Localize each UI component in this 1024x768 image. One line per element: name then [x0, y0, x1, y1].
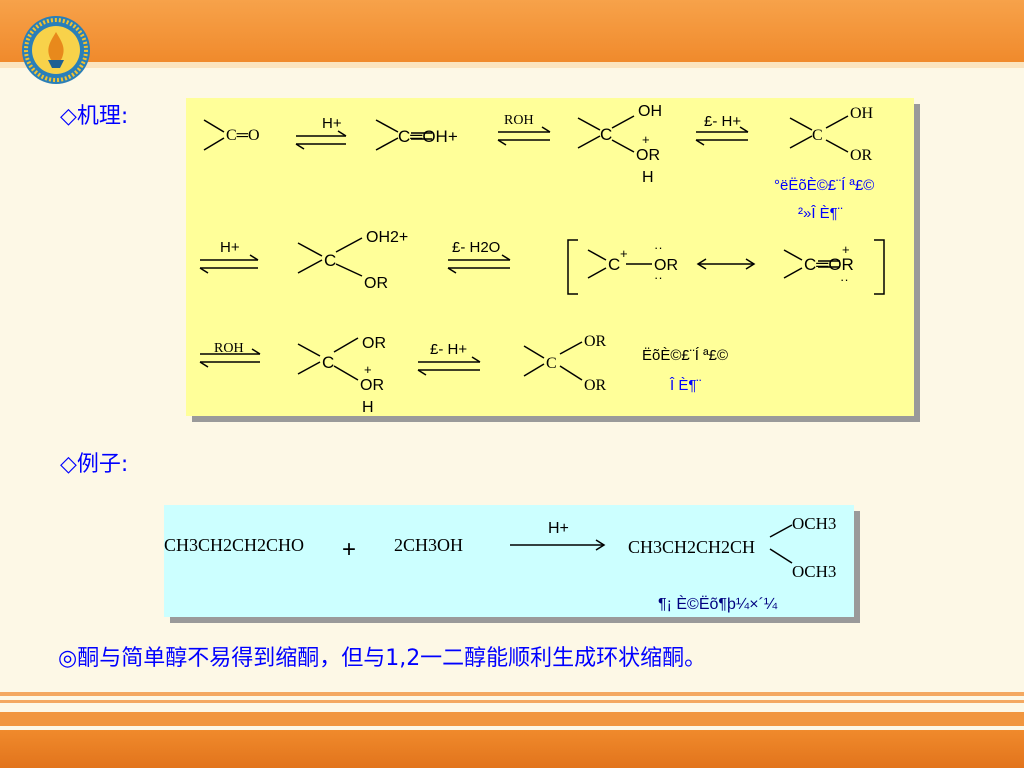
minus-h-label: £- H+: [704, 113, 741, 130]
lone-pair: ··: [840, 272, 849, 287]
minus-h-label: £- H+: [430, 341, 467, 358]
hemiacetal-stability: ²»Î È¶¨: [798, 205, 843, 222]
roh-label: ROH: [214, 341, 244, 356]
acetal-or-bottom: OR: [584, 377, 607, 394]
or-h-label: H: [362, 399, 374, 416]
mechanism-diagram: C═O H+ C═OH+ ROH C OH + OR H £- H+ C OH …: [199, 103, 885, 416]
product-och3-top: OCH3: [792, 514, 836, 533]
catalyst-label: H+: [548, 520, 569, 537]
carbocation-label: C: [608, 255, 620, 274]
h-plus-label: H+: [322, 115, 342, 132]
example-heading: ◇例子:: [60, 452, 129, 477]
protonated-carbonyl: C═OH+: [398, 127, 458, 146]
lone-pair: ··: [654, 270, 663, 285]
hemiacetal-oh: OH: [850, 105, 874, 122]
product-chain: CH3CH2CH2CH: [628, 537, 755, 557]
product-name-label: ¶¡ È©Ëõ¶þ¼×´¼: [658, 594, 778, 613]
acetal-label: ËõÈ©£¨Í ª£©: [642, 347, 728, 364]
or-h-label: H: [642, 169, 654, 186]
carbonyl-label: C═O: [226, 127, 260, 144]
minus-h2o-label: £- H2O: [452, 239, 500, 256]
mechanism-panel: C═O H+ C═OH+ ROH C OH + OR H £- H+ C OH …: [186, 98, 914, 416]
roh-label: ROH: [504, 113, 534, 128]
or-top-label: OR: [362, 335, 386, 352]
or-label: OR: [364, 275, 388, 292]
top-banner-strip: [0, 62, 1024, 68]
or-bottom-label: OR: [360, 377, 384, 394]
reactant-aldehyde: CH3CH2CH2CHO: [164, 535, 304, 555]
university-logo: [22, 16, 90, 84]
ketal-note: ◎酮与简单醇不易得到缩酮，但与1,2一二醇能顺利生成环状缩酮。: [58, 646, 707, 671]
bottom-stripe: [0, 712, 1024, 726]
cation-or-label: OR: [654, 257, 678, 274]
mechanism-heading: ◇机理:: [60, 104, 129, 129]
acetal-carbon: C: [546, 355, 557, 372]
charge-label: +: [842, 242, 850, 257]
bottom-banner: [0, 730, 1024, 768]
hemiacetal-label: °ëËõÈ©£¨Í ª£©: [774, 177, 874, 194]
product-och3-bottom: OCH3: [792, 562, 836, 581]
carbon-label: C: [324, 251, 336, 270]
oh2-plus-label: OH2+: [366, 229, 408, 246]
acetal-stability: Î È¶¨: [669, 377, 701, 394]
charge-label: +: [620, 246, 628, 261]
hemiacetal-or: OR: [850, 147, 873, 164]
example-reaction: CH3CH2CH2CHO + 2CH3OH H+ CH3CH2CH2CH OCH…: [164, 514, 836, 613]
or-bottom-label: OR: [636, 147, 660, 164]
plus-sign: +: [342, 536, 356, 563]
top-banner: [0, 0, 1024, 62]
acetal-or-top: OR: [584, 333, 607, 350]
lone-pair: ··: [654, 240, 663, 255]
bottom-stripe: [0, 700, 1024, 703]
charge-label: +: [642, 132, 650, 147]
h-plus-label: H+: [220, 239, 240, 256]
oh-top-label: OH: [638, 103, 662, 120]
oxonium-label: C═OR: [804, 255, 854, 274]
hemiacetal-carbon: C: [812, 127, 823, 144]
bottom-stripe: [0, 692, 1024, 696]
charge-label: +: [364, 362, 372, 377]
example-panel: CH3CH2CH2CHO + 2CH3OH H+ CH3CH2CH2CH OCH…: [164, 505, 854, 617]
carbon-label: C: [600, 125, 612, 144]
methanol: 2CH3OH: [394, 535, 463, 555]
carbon-label: C: [322, 353, 334, 372]
